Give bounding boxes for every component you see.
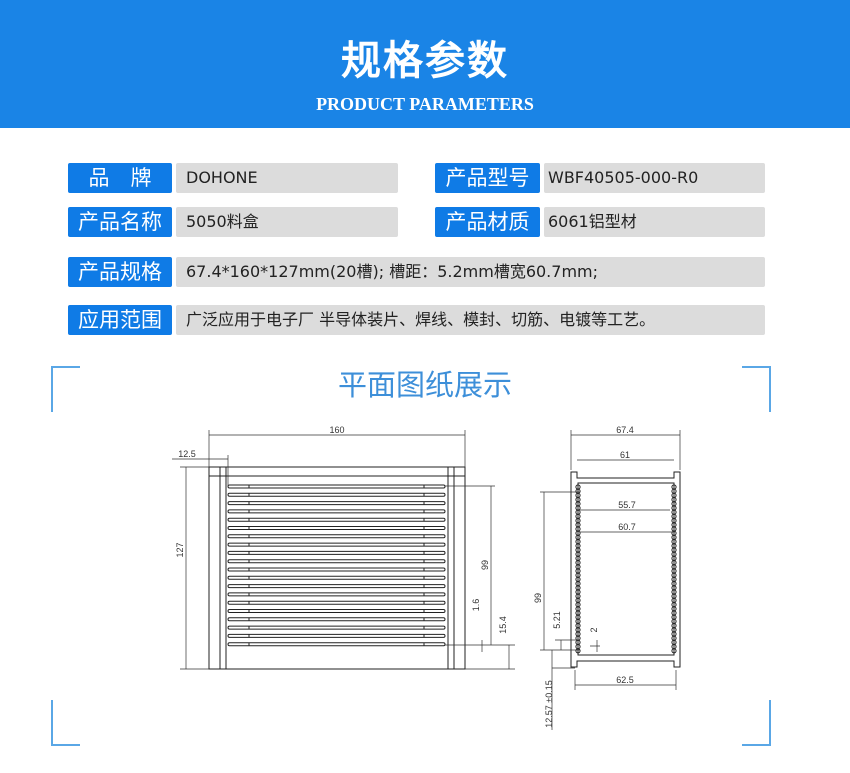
dim-127: 127	[175, 542, 185, 557]
slot	[227, 625, 446, 630]
drawing-title: 平面图纸展示	[337, 368, 512, 402]
dim-60-7: 60.7	[618, 522, 636, 532]
slot	[227, 633, 446, 638]
application-value: 广泛应用于电子厂 半导体装片、焊线、模封、切筋、电镀等工艺。	[176, 305, 765, 335]
slot	[227, 501, 446, 506]
header-banner: 规格参数 PRODUCT PARAMETERS	[0, 0, 850, 128]
slot	[227, 492, 446, 497]
name-label: 产品名称	[68, 207, 172, 237]
dim-side-99: 99	[533, 593, 543, 603]
material-label: 产品材质	[435, 207, 540, 237]
slot	[227, 609, 446, 613]
dim-62-5: 62.5	[616, 675, 634, 685]
name-value: 5050料盒	[176, 207, 398, 237]
slot	[227, 567, 446, 572]
application-label: 应用范围	[68, 305, 172, 335]
dim-12-5: 12.5	[178, 449, 196, 459]
slot	[227, 584, 446, 589]
brand-label: 品 牌	[68, 163, 172, 193]
slot	[227, 559, 446, 564]
dim-5-21: 5.21	[552, 611, 562, 629]
dim-99: 99	[480, 560, 490, 570]
slot	[227, 484, 446, 489]
front-view	[208, 466, 466, 670]
slot	[227, 575, 446, 580]
ridge	[671, 648, 677, 654]
slot	[227, 526, 446, 530]
ridge	[575, 648, 581, 654]
model-value: WBF40505-000-R0	[544, 163, 765, 193]
slot	[227, 642, 446, 647]
brand-value: DOHONE	[176, 163, 398, 193]
model-label: 产品型号	[435, 163, 540, 193]
dim-12-57: 12.57 ±0.15	[544, 680, 554, 727]
slot	[227, 592, 446, 597]
slot	[227, 517, 446, 522]
material-value: 6061铝型材	[544, 207, 765, 237]
slot	[227, 534, 446, 539]
spec-label: 产品规格	[68, 257, 172, 287]
dim-1-6: 1.6	[471, 599, 481, 612]
dim-15-4: 15.4	[498, 616, 508, 634]
spec-value: 67.4*160*127mm(20槽); 槽距：5.2mm槽宽60.7mm;	[176, 257, 765, 287]
page-subtitle: PRODUCT PARAMETERS	[316, 94, 534, 114]
dim-61: 61	[620, 450, 630, 460]
page-title: 规格参数	[341, 38, 509, 84]
slot	[227, 509, 446, 514]
slot	[227, 617, 446, 622]
slot	[227, 542, 446, 547]
slot	[227, 600, 446, 605]
dim-2: 2	[589, 627, 599, 632]
dim-55-7: 55.7	[618, 500, 636, 510]
corner-brackets	[51, 366, 771, 746]
slot	[227, 550, 446, 555]
dim-67-4: 67.4	[616, 425, 634, 435]
dim-160: 160	[329, 425, 344, 435]
